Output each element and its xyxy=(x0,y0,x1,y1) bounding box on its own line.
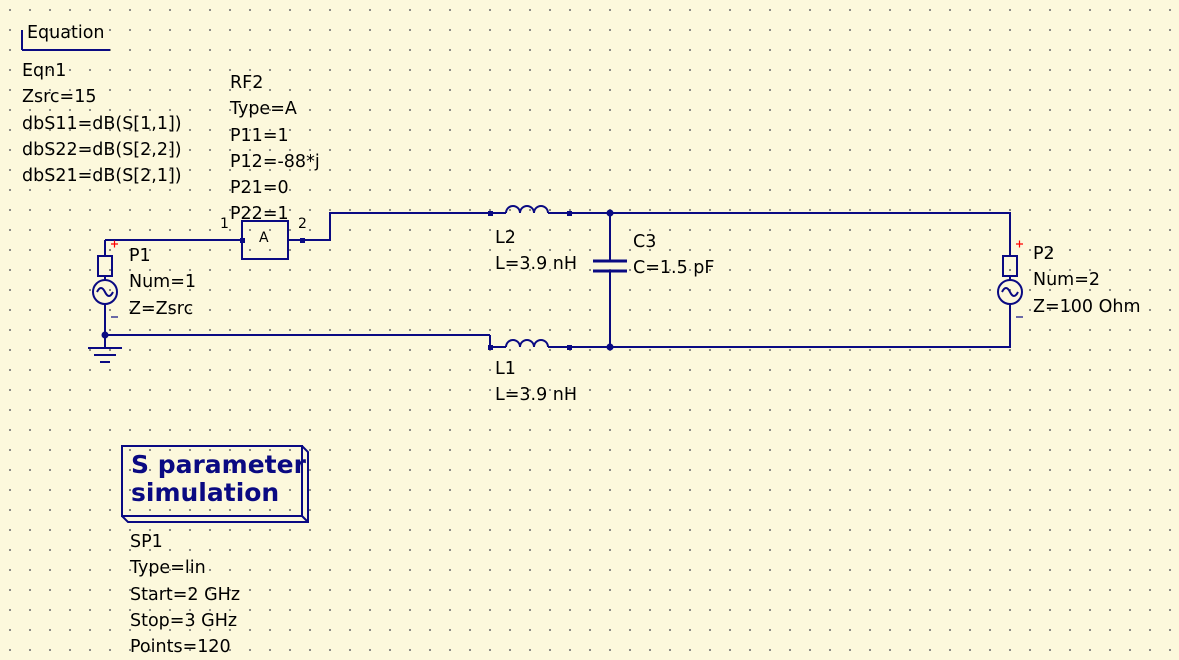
l2-param: L=3.9 nH xyxy=(495,254,578,275)
l1-name: L1 xyxy=(495,359,516,379)
equation-line: dbS21=dB(S[2,1]) xyxy=(22,166,182,187)
rf2-param: P11=1 xyxy=(230,125,289,146)
p2-name: P2 xyxy=(1033,244,1055,264)
equation-params[interactable]: Eqn1 Zsrc=15 dbS11=dB(S[1,1]) dbS22=dB(S… xyxy=(22,58,182,189)
l1-params[interactable]: L1 L=3.9 nH xyxy=(495,356,577,409)
equation-line: dbS11=dB(S[1,1]) xyxy=(22,113,182,134)
junction-dot xyxy=(606,209,614,217)
p2-params[interactable]: P2 Num=2 Z=100 Ohm xyxy=(1033,241,1141,320)
sim-name: SP1 xyxy=(130,532,163,552)
sim-param: Points=120 xyxy=(130,637,231,658)
p1-name: P1 xyxy=(129,246,151,266)
rf2-param: P21=0 xyxy=(230,178,289,199)
rf2-param: Type=A xyxy=(230,99,297,120)
rf2-param: P12=-88*j xyxy=(230,151,320,172)
l2-inductor-symbol xyxy=(490,205,570,214)
p1-param: Z=Zsrc xyxy=(129,298,194,319)
l2-name: L2 xyxy=(495,228,516,248)
rf2-box-label: A xyxy=(259,230,269,246)
sim-param: Start=2 GHz xyxy=(130,584,241,605)
rf2-name: RF2 xyxy=(230,73,264,93)
equation-line: Zsrc=15 xyxy=(22,87,97,108)
sim-block-title[interactable]: S parameter simulation xyxy=(131,451,306,507)
rf2-pin2-label: 2 xyxy=(298,216,307,232)
c3-param: C=1.5 pF xyxy=(633,258,715,279)
p2-param: Z=100 Ohm xyxy=(1033,296,1141,317)
wire-p1-bottom xyxy=(104,320,490,336)
l1-param: L=3.9 nH xyxy=(495,385,578,406)
p1-params[interactable]: P1 Num=1 Z=Zsrc xyxy=(129,243,196,322)
wire-l2-to-p2 xyxy=(570,212,1011,240)
sim-title-line: simulation xyxy=(131,478,280,507)
p2-port-symbol xyxy=(997,240,1023,320)
sim-title-line: S parameter xyxy=(131,450,306,479)
equation-header[interactable]: Equation xyxy=(27,23,105,43)
wire-rf2-to-l2 xyxy=(288,212,490,241)
c3-capacitor-symbol xyxy=(593,213,627,347)
ground-symbol xyxy=(88,335,122,363)
junction-dot xyxy=(101,331,109,339)
p2-param: Num=2 xyxy=(1033,270,1101,291)
sim-params[interactable]: SP1 Type=lin Start=2 GHz Stop=3 GHz Poin… xyxy=(130,529,240,660)
rf2-params[interactable]: RF2 Type=A P11=1 P12=-88*j P21=0 P22=1 xyxy=(230,70,320,228)
equation-line: dbS22=dB(S[2,2]) xyxy=(22,139,182,160)
sim-param: Stop=3 GHz xyxy=(130,610,238,631)
sim-param: Type=lin xyxy=(130,558,206,579)
l1-inductor-symbol xyxy=(490,339,570,348)
junction-dot xyxy=(606,343,614,351)
rf2-pin1-label: 1 xyxy=(220,216,229,232)
l2-params[interactable]: L2 L=3.9 nH xyxy=(495,225,577,278)
rf2-param: P22=1 xyxy=(230,204,289,225)
c3-params[interactable]: C3 C=1.5 pF xyxy=(633,229,714,282)
c3-name: C3 xyxy=(633,232,657,252)
p1-port-symbol xyxy=(92,240,118,320)
equation-name: Eqn1 xyxy=(22,61,67,81)
wire-l1-to-p2 xyxy=(570,320,1011,348)
p1-param: Num=1 xyxy=(129,272,197,293)
sim-block xyxy=(121,445,309,523)
